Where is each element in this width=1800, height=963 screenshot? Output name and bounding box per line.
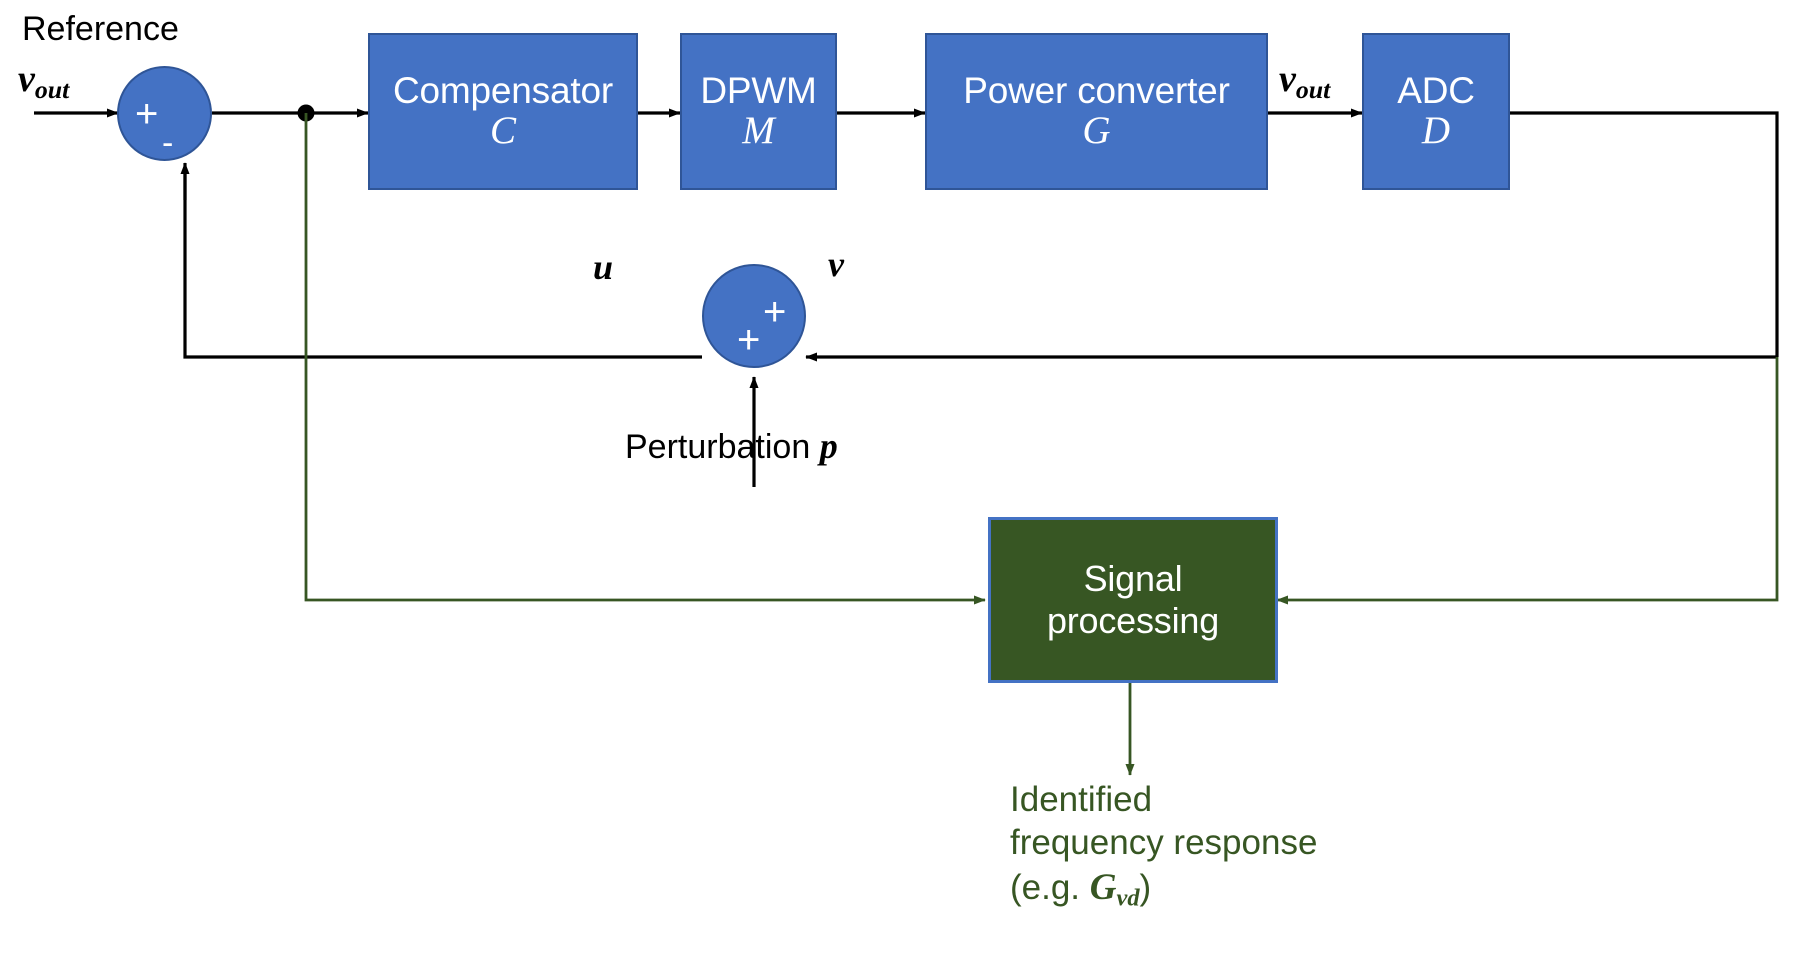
- block-compensator[interactable]: Compensator C: [368, 33, 638, 190]
- label-u-signal: u: [593, 247, 614, 287]
- label-identified-response-line1: Identified: [1010, 780, 1153, 819]
- label-identified-response-symbol: Gvd: [1089, 866, 1140, 912]
- label-identified-response-line3-suffix: ): [1139, 867, 1152, 907]
- label-perturbation-text: Perturbation: [625, 428, 811, 466]
- label-plant-output-symbol-base: v: [1279, 58, 1296, 100]
- sign-plus-v-input: +: [763, 290, 787, 334]
- summing-junction-injection[interactable]: + +: [702, 264, 806, 368]
- block-power-converter[interactable]: Power converter G: [925, 33, 1268, 190]
- label-reference-symbol: vout: [18, 57, 69, 105]
- block-signal-processing-line2: processing: [1046, 600, 1220, 641]
- block-dpwm-title: DPWM: [700, 69, 817, 111]
- sign-plus-perturbation-input: +: [737, 318, 761, 362]
- block-compensator-title: Compensator: [393, 69, 613, 111]
- label-v-signal: v: [828, 244, 844, 284]
- block-adc-title: ADC: [1397, 69, 1475, 111]
- block-adc[interactable]: ADC D: [1362, 33, 1510, 190]
- wire-u-to-error-summer: [183, 170, 702, 359]
- block-signal-processing[interactable]: Signal processing: [988, 517, 1278, 683]
- label-reference-symbol-sub: out: [34, 75, 70, 105]
- wire-green-adc-to-signalproc: [1276, 357, 1779, 605]
- wire-green-error-to-signalproc: [304, 113, 986, 605]
- block-adc-symbol: D: [1421, 109, 1451, 153]
- label-identified-response-symbol-base: G: [1089, 866, 1117, 908]
- label-perturbation-symbol: p: [819, 426, 838, 466]
- block-compensator-symbol: C: [489, 109, 516, 153]
- label-identified-response-line3-prefix: (e.g.: [1010, 867, 1090, 907]
- label-identified-response: Identified frequency response (e.g. Gvd): [1010, 778, 1317, 913]
- sign-plus-reference: +: [135, 92, 159, 136]
- summing-junction-error[interactable]: + -: [117, 66, 212, 161]
- block-signal-processing-line1: Signal: [1083, 557, 1183, 599]
- block-dpwm[interactable]: DPWM M: [680, 33, 837, 190]
- label-plant-output-symbol: vout: [1279, 57, 1330, 105]
- label-identified-response-line2: frequency response: [1010, 823, 1318, 863]
- sign-minus-feedback: -: [162, 124, 174, 162]
- wire-adc-out-down: [1510, 111, 1779, 357]
- block-power-converter-symbol: G: [1082, 109, 1111, 153]
- label-identified-response-symbol-sub: vd: [1116, 884, 1140, 912]
- label-perturbation: Perturbation p: [625, 425, 838, 467]
- block-dpwm-symbol: M: [742, 109, 775, 153]
- label-plant-output-symbol-sub: out: [1295, 75, 1331, 105]
- block-power-converter-title: Power converter: [963, 69, 1230, 111]
- label-reference-symbol-base: v: [18, 58, 35, 100]
- label-identified-response-line3: (e.g. Gvd): [1010, 865, 1317, 914]
- label-reference: Reference: [22, 10, 179, 48]
